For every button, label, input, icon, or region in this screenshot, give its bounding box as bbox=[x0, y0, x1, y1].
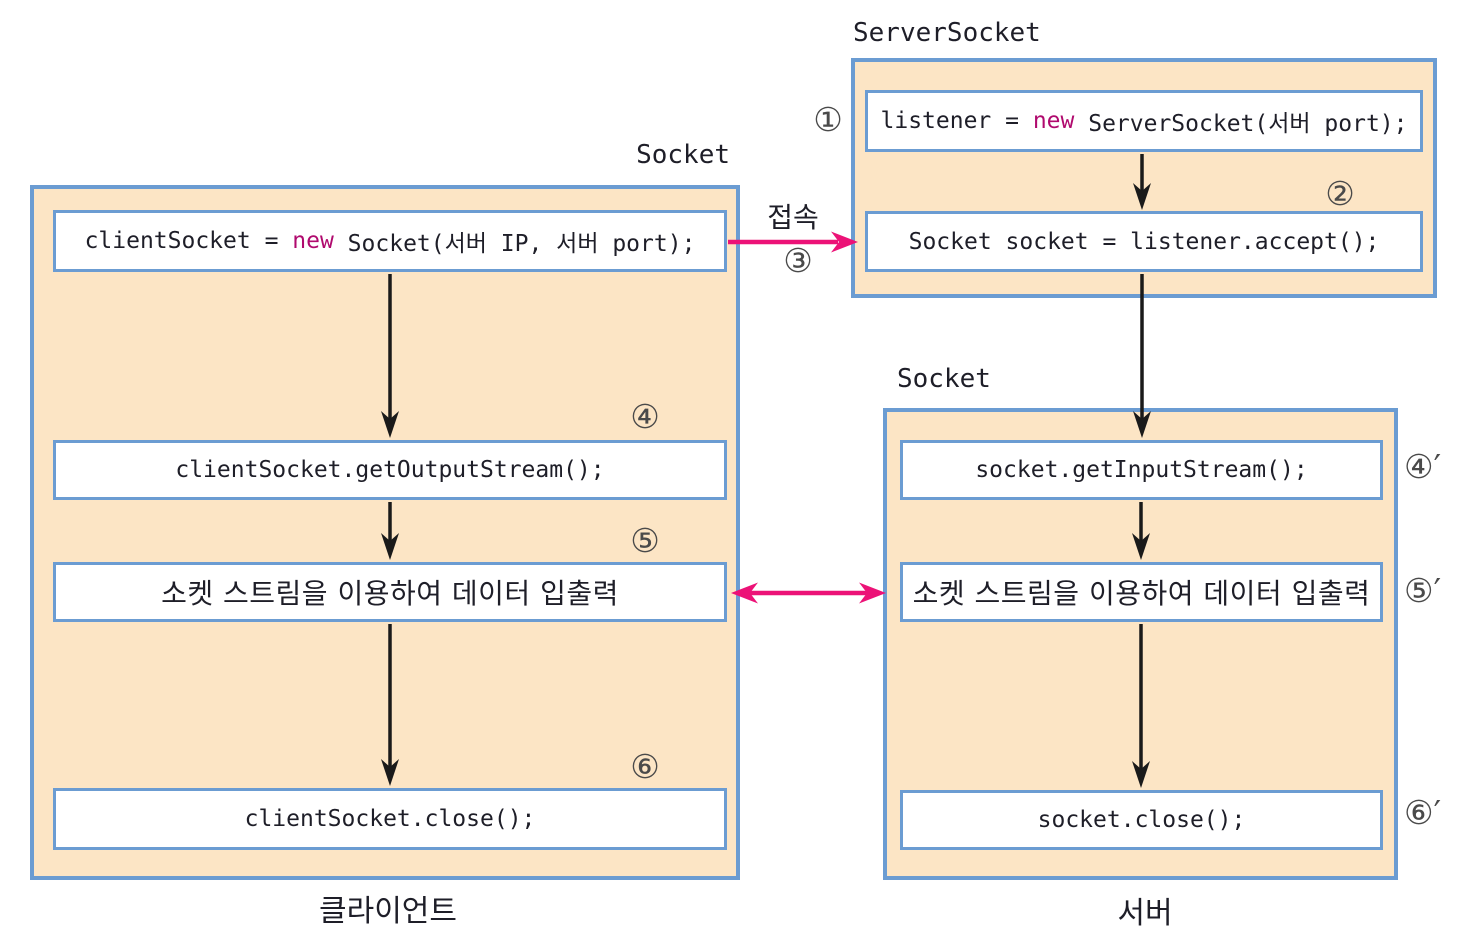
code-post: ServerSocket(서버 port); bbox=[1074, 111, 1408, 137]
code-pre: listener = bbox=[880, 108, 1033, 134]
server-get-input-stream-box: socket.getInputStream(); bbox=[900, 440, 1383, 500]
server-stream-io-box: 소켓 스트림을 이용하여 데이터 입출력 bbox=[900, 562, 1383, 622]
client-get-output-stream-box: clientSocket.getOutputStream(); bbox=[53, 440, 727, 500]
step-6-prime-badge: ⑥′ bbox=[1404, 793, 1442, 832]
client-stream-io-box: 소켓 스트림을 이용하여 데이터 입출력 bbox=[53, 562, 727, 622]
code-pre: clientSocket = bbox=[84, 228, 293, 254]
step-6-badge: ⑥ bbox=[630, 747, 660, 786]
serversocket-type-label: ServerSocket bbox=[853, 18, 1041, 48]
server-caption: 서버 bbox=[1117, 896, 1173, 931]
server-socket-type-label: Socket bbox=[897, 364, 991, 394]
step-5-badge: ⑤ bbox=[630, 521, 660, 560]
client-socket-type-label: Socket bbox=[636, 140, 730, 170]
arrow-data-exchange bbox=[731, 582, 886, 604]
new-keyword: new bbox=[1032, 108, 1075, 134]
connection-label: 접속 bbox=[767, 201, 819, 234]
client-caption: 클라이언트 bbox=[319, 894, 457, 929]
client-create-socket-box: clientSocket = new Socket(서버 IP, 서버 port… bbox=[53, 210, 727, 272]
server-accept-box: Socket socket = listener.accept(); bbox=[865, 211, 1423, 272]
code-post: Socket(서버 IP, 서버 port); bbox=[333, 231, 696, 257]
server-close-box: socket.close(); bbox=[900, 790, 1383, 850]
client-close-box: clientSocket.close(); bbox=[53, 788, 727, 850]
step-1-badge: ① bbox=[813, 100, 843, 139]
step-2-badge: ② bbox=[1325, 174, 1355, 213]
step-4-badge: ④ bbox=[630, 397, 660, 436]
server-listener-box: listener = new ServerSocket(서버 port); bbox=[865, 90, 1423, 152]
step-4-prime-badge: ④′ bbox=[1404, 447, 1442, 486]
new-keyword: new bbox=[292, 228, 334, 254]
step-3-badge: ③ bbox=[783, 241, 813, 280]
step-5-prime-badge: ⑤′ bbox=[1404, 571, 1442, 610]
